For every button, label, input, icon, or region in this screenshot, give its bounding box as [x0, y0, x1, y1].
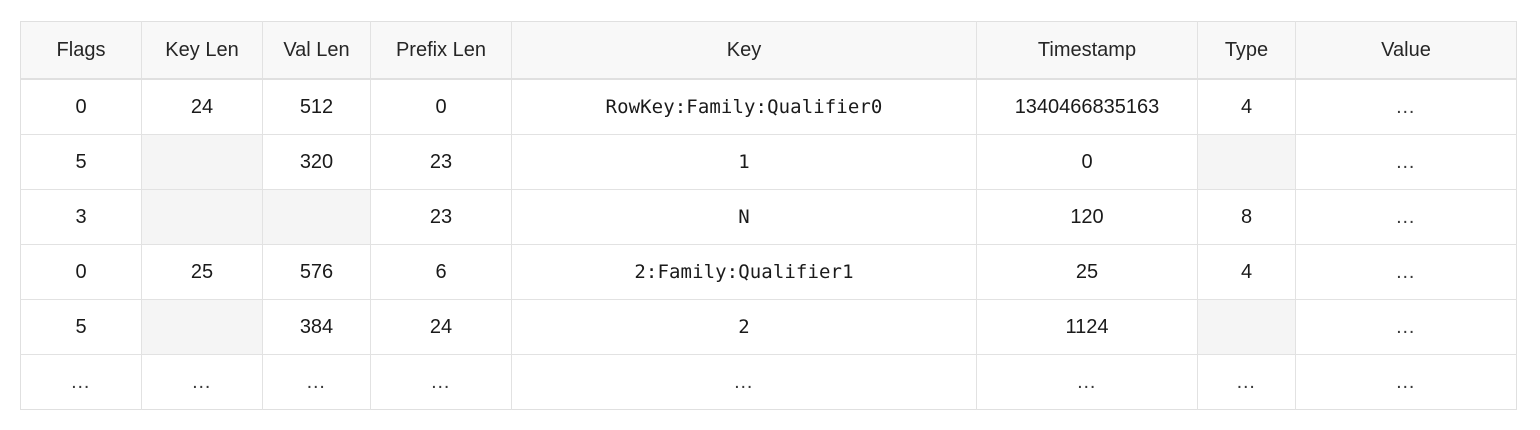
column-header-type: Type	[1197, 21, 1296, 80]
cell-flags: 0	[20, 244, 142, 300]
cell-key: 2	[511, 299, 977, 355]
keyvalue-table: Flags Key Len Val Len Prefix Len Key Tim…	[20, 21, 1517, 410]
column-header-value: Value	[1295, 21, 1517, 80]
cell-flags: …	[20, 354, 142, 410]
cell-timestamp: 120	[976, 189, 1198, 245]
cell-type: …	[1197, 354, 1296, 410]
column-header-timestamp: Timestamp	[976, 21, 1198, 80]
cell-key_len	[141, 134, 263, 190]
cell-val_len: 320	[262, 134, 371, 190]
cell-flags: 3	[20, 189, 142, 245]
cell-flags: 5	[20, 299, 142, 355]
cell-type	[1197, 299, 1296, 355]
cell-key_len	[141, 299, 263, 355]
cell-value: …	[1295, 244, 1517, 300]
cell-key: N	[511, 189, 977, 245]
cell-prefix_len: 24	[370, 299, 512, 355]
cell-prefix_len: 23	[370, 189, 512, 245]
cell-key_len: 24	[141, 79, 263, 135]
cell-prefix_len: 23	[370, 134, 512, 190]
cell-key: 1	[511, 134, 977, 190]
cell-val_len	[262, 189, 371, 245]
table-row: ……………………	[20, 354, 1517, 410]
cell-val_len: 384	[262, 299, 371, 355]
cell-val_len: 512	[262, 79, 371, 135]
cell-prefix_len: …	[370, 354, 512, 410]
cell-value: …	[1295, 354, 1517, 410]
cell-key: 2:Family:Qualifier1	[511, 244, 977, 300]
cell-flags: 5	[20, 134, 142, 190]
cell-timestamp: 25	[976, 244, 1198, 300]
cell-value: …	[1295, 299, 1517, 355]
cell-value: …	[1295, 189, 1517, 245]
column-header-val-len: Val Len	[262, 21, 371, 80]
cell-type: 8	[1197, 189, 1296, 245]
cell-key: RowKey:Family:Qualifier0	[511, 79, 977, 135]
cell-value: …	[1295, 134, 1517, 190]
cell-key_len: …	[141, 354, 263, 410]
table-header: Flags Key Len Val Len Prefix Len Key Tim…	[20, 21, 1517, 80]
cell-timestamp: 1124	[976, 299, 1198, 355]
cell-timestamp: 1340466835163	[976, 79, 1198, 135]
cell-prefix_len: 6	[370, 244, 512, 300]
cell-val_len: 576	[262, 244, 371, 300]
table-header-row: Flags Key Len Val Len Prefix Len Key Tim…	[20, 21, 1517, 80]
cell-timestamp: …	[976, 354, 1198, 410]
cell-val_len: …	[262, 354, 371, 410]
cell-type: 4	[1197, 244, 1296, 300]
column-header-prefix-len: Prefix Len	[370, 21, 512, 80]
column-header-key-len: Key Len	[141, 21, 263, 80]
cell-key_len: 25	[141, 244, 263, 300]
column-header-key: Key	[511, 21, 977, 80]
cell-prefix_len: 0	[370, 79, 512, 135]
cell-key_len	[141, 189, 263, 245]
cell-flags: 0	[20, 79, 142, 135]
cell-type	[1197, 134, 1296, 190]
cell-key: …	[511, 354, 977, 410]
cell-timestamp: 0	[976, 134, 1198, 190]
cell-value: …	[1295, 79, 1517, 135]
column-header-flags: Flags	[20, 21, 142, 80]
keyvalue-table-container: Flags Key Len Val Len Prefix Len Key Tim…	[20, 21, 1517, 410]
cell-type: 4	[1197, 79, 1296, 135]
